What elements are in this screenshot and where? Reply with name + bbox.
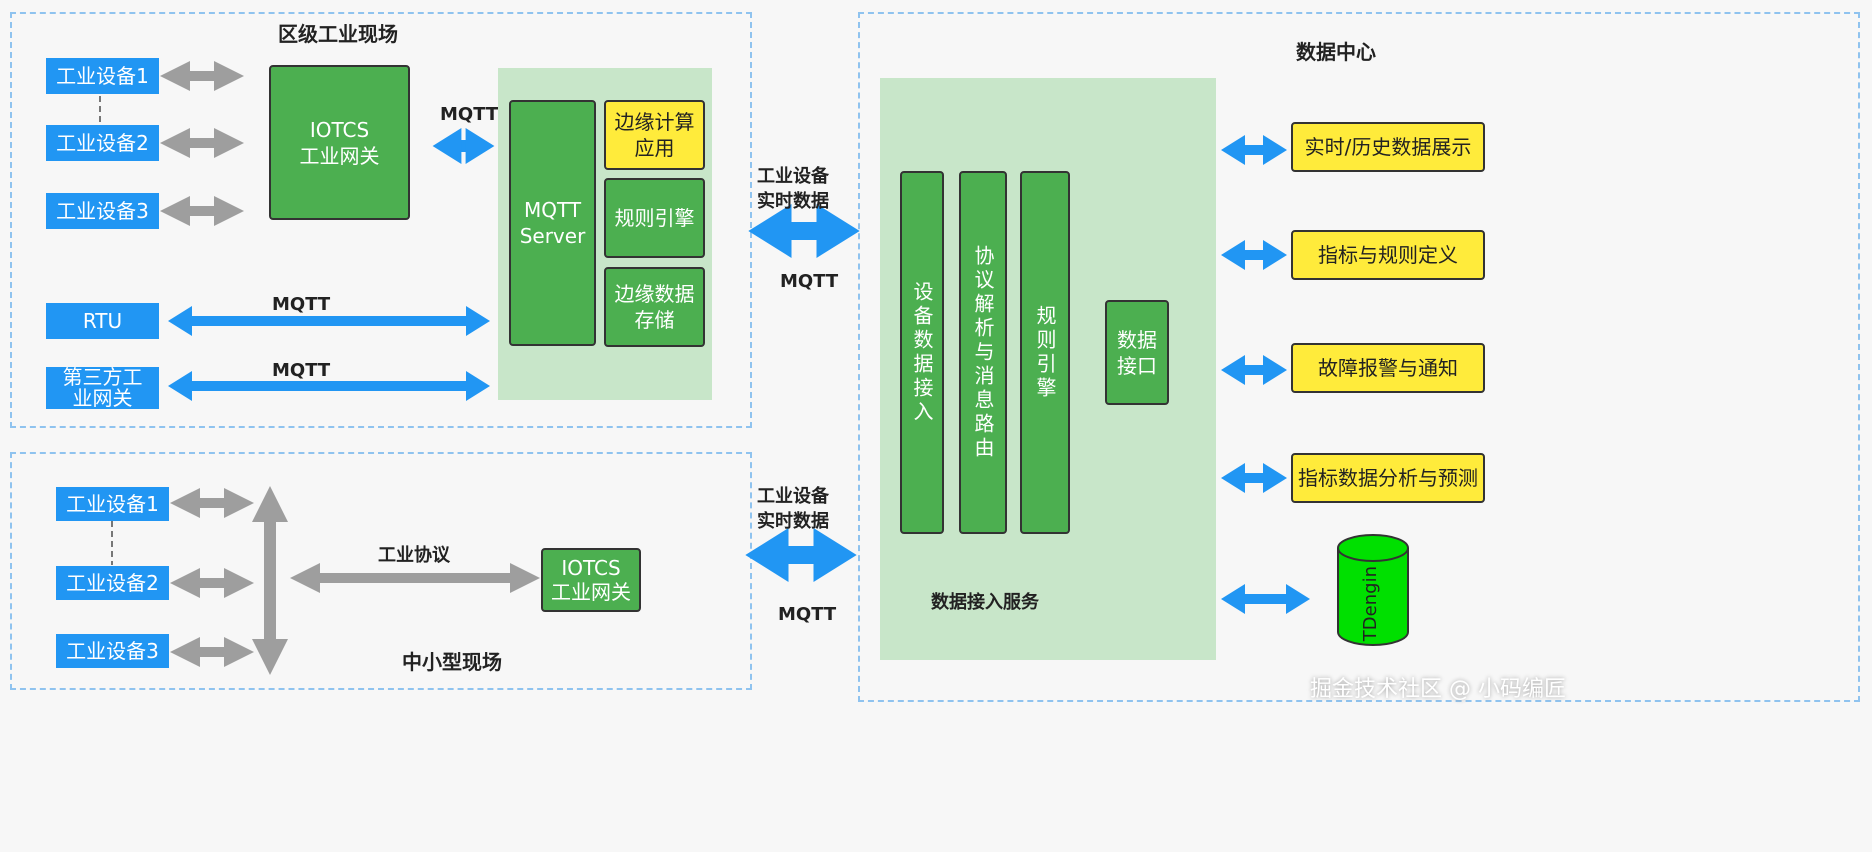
- district-device-2: 工业设备2: [46, 125, 159, 161]
- rtu-mqtt-label: MQTT: [272, 294, 331, 315]
- protocol-routing-column: 协议解析与消息路由: [959, 171, 1007, 534]
- mqtt-server: MQTT Server: [509, 100, 596, 346]
- small-site-title: 中小型现场: [402, 650, 502, 674]
- app-fault-alarm-notify: 故障报警与通知: [1291, 343, 1485, 393]
- rtu-box: RTU: [46, 303, 159, 339]
- gateway-mqtt-label: MQTT: [440, 104, 499, 125]
- lower-realtime-label: 工业设备 实时数据: [757, 486, 829, 533]
- datacenter-title: 数据中心: [1296, 40, 1376, 64]
- protocol-label: 工业协议: [378, 545, 450, 566]
- data-interface-box: 数据接口: [1105, 300, 1169, 405]
- edge-compute-app: 边缘计算 应用: [604, 100, 705, 170]
- third-party-mqtt-label: MQTT: [272, 360, 331, 381]
- edge-rule-engine: 规则引擎: [604, 178, 705, 258]
- rule-engine-column: 规则引擎: [1020, 171, 1070, 534]
- upper-mqtt-label: MQTT: [780, 271, 839, 292]
- edge-data-storage: 边缘数据 存储: [604, 267, 705, 347]
- small-device-1: 工业设备1: [56, 487, 169, 521]
- district-device-1: 工业设备1: [46, 58, 159, 94]
- district-device-3: 工业设备3: [46, 193, 159, 229]
- device-data-access-column: 设备数据接入: [900, 171, 944, 534]
- app-metric-rule-definition: 指标与规则定义: [1291, 230, 1485, 280]
- lower-mqtt-label: MQTT: [778, 604, 837, 625]
- app-realtime-history-display: 实时/历史数据展示: [1291, 122, 1485, 172]
- small-iotcs-gateway: IOTCS 工业网关: [541, 548, 641, 612]
- small-device-3: 工业设备3: [56, 634, 169, 668]
- app-metric-analysis-forecast: 指标数据分析与预测: [1291, 453, 1485, 503]
- small-device-2: 工业设备2: [56, 566, 169, 600]
- access-service-title: 数据接入服务: [931, 592, 1039, 613]
- datacenter-region: [858, 12, 1860, 702]
- tdengine-cylinder: [1337, 534, 1409, 646]
- third-party-gateway: 第三方工 业网关: [46, 367, 159, 409]
- district-iotcs-gateway: IOTCS 工业网关: [269, 65, 410, 220]
- tdengine-label: TDengin: [1360, 566, 1381, 642]
- watermark: 掘金技术社区 @ 小码编匠: [1310, 677, 1566, 702]
- upper-realtime-label: 工业设备 实时数据: [757, 166, 829, 213]
- district-site-title: 区级工业现场: [278, 22, 398, 46]
